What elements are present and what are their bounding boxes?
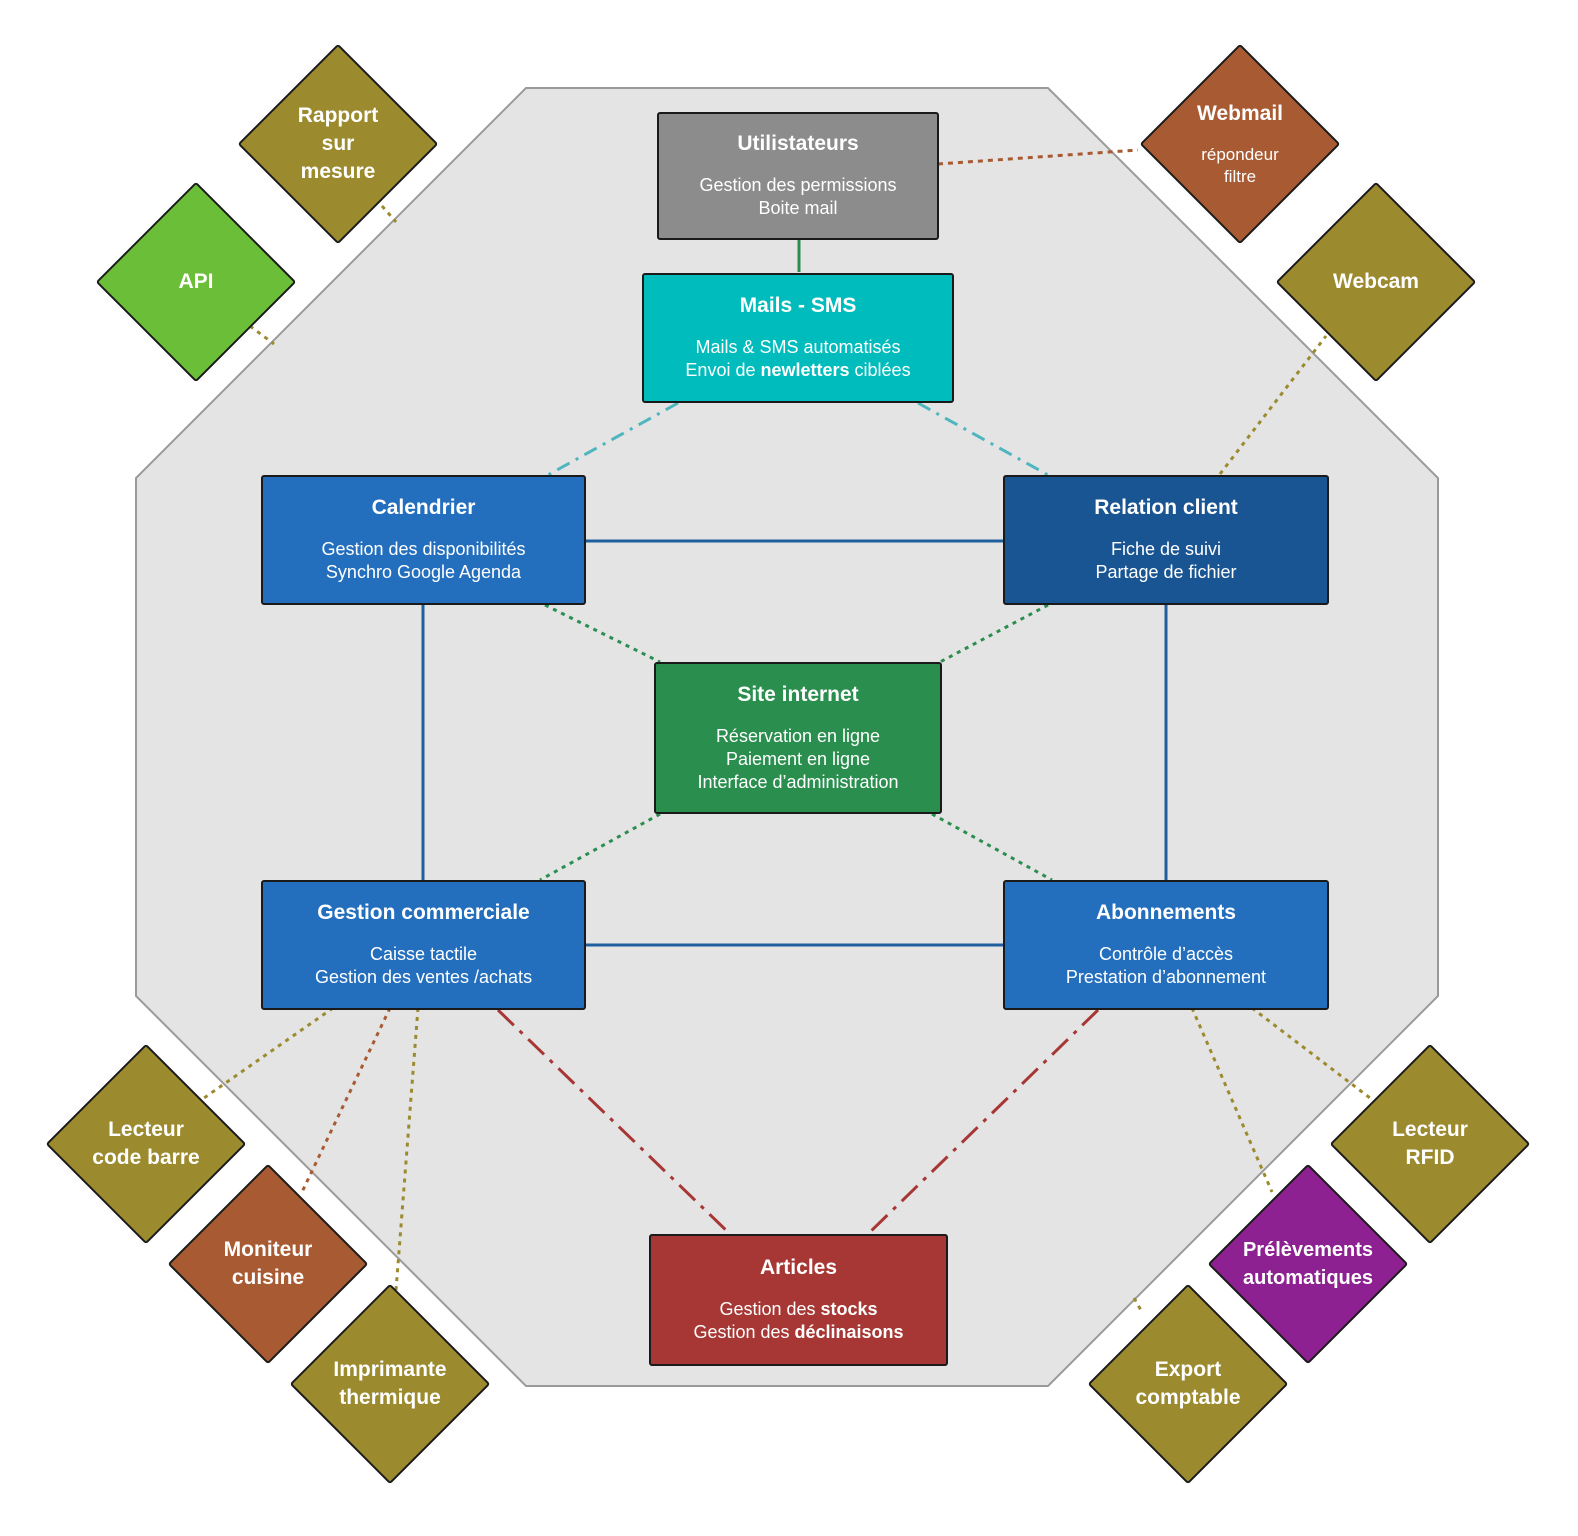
connector-abonnements-articles bbox=[866, 1008, 1100, 1236]
module-mails-sms-title: Mails - SMS bbox=[739, 294, 857, 317]
moniteur-cuisine-line1: Moniteur bbox=[223, 1238, 313, 1261]
module-articles: Articles Gestion des stocks Gestion des … bbox=[649, 1234, 948, 1366]
label-api: API bbox=[126, 262, 266, 302]
moniteur-cuisine-line2: cuisine bbox=[231, 1266, 305, 1289]
rapport-line3: mesure bbox=[300, 160, 376, 183]
connector-api-octagon bbox=[249, 324, 275, 346]
connector-gestion-imprimante bbox=[394, 1007, 420, 1291]
connector-calendrier-site bbox=[544, 603, 661, 664]
prelevements-line1: Prélèvements bbox=[1242, 1239, 1374, 1261]
module-mails-sms-line2-suffix: ciblées bbox=[849, 360, 911, 380]
lecteur-rfid-line1: Lecteur bbox=[1392, 1118, 1468, 1141]
module-relation-client-title: Relation client bbox=[1094, 496, 1238, 519]
module-site-internet-line2: Paiement en ligne bbox=[725, 748, 871, 769]
imprimante-line2: thermique bbox=[339, 1386, 441, 1409]
module-calendrier-line2: Synchro Google Agenda bbox=[325, 562, 522, 582]
connector-gestion-moniteur bbox=[300, 1007, 392, 1193]
module-abonnements-title: Abonnements bbox=[1095, 901, 1236, 924]
module-mails-sms-line2-bold: newletters bbox=[760, 360, 850, 380]
webmail-sub2: filtre bbox=[1223, 167, 1257, 186]
module-calendrier: Calendrier Gestion des disponibilités Sy… bbox=[261, 475, 586, 605]
export-line2: comptable bbox=[1135, 1386, 1241, 1409]
rapport-line2: sur bbox=[321, 132, 355, 155]
connector-rapport-octagon bbox=[380, 205, 398, 223]
module-utilisateurs-title: Utilistateurs bbox=[737, 132, 859, 155]
module-relation-client-line2: Partage de fichier bbox=[1095, 562, 1237, 582]
module-relation-client: Relation client Fiche de suivi Partage d… bbox=[1003, 475, 1329, 605]
module-articles-line2-bold: déclinaisons bbox=[794, 1322, 904, 1342]
module-mails-sms: Mails - SMS Mails & SMS automatisés Envo… bbox=[642, 273, 954, 403]
webmail-title: Webmail bbox=[1197, 102, 1283, 125]
module-mails-sms-line2-prefix: Envoi de bbox=[685, 360, 761, 380]
module-utilisateurs-line1: Gestion des permissions bbox=[699, 175, 897, 195]
module-gestion-commerciale-line1: Caisse tactile bbox=[369, 944, 478, 964]
module-abonnements-line2: Prestation d’abonnement bbox=[1065, 967, 1267, 987]
module-articles-line1: Gestion des stocks bbox=[719, 1298, 877, 1321]
module-site-internet: Site internet Réservation en ligne Paiem… bbox=[654, 662, 942, 814]
connector-abonnements-prelevements bbox=[1190, 1007, 1274, 1193]
module-articles-line2-prefix: Gestion des bbox=[693, 1322, 795, 1342]
module-relation-client-line1: Fiche de suivi bbox=[1110, 539, 1222, 559]
module-abonnements: Abonnements Contrôle d’accès Prestation … bbox=[1003, 880, 1329, 1010]
label-rapport-sur-mesure: Rapport sur mesure bbox=[268, 94, 408, 194]
lecteur-code-barre-line2: code barre bbox=[92, 1146, 200, 1169]
label-webmail: Webmail répondeur filtre bbox=[1170, 94, 1310, 194]
prelevements-line2: automatiques bbox=[1242, 1267, 1374, 1289]
label-webcam: Webcam bbox=[1306, 262, 1446, 302]
module-utilisateurs: Utilistateurs Gestion des permissions Bo… bbox=[657, 112, 939, 240]
label-prelevements-automatiques: Prélèvements automatiques bbox=[1233, 1234, 1383, 1294]
label-lecteur-rfid: Lecteur RFID bbox=[1360, 1114, 1500, 1174]
connector-relation-site bbox=[939, 603, 1049, 664]
label-export-comptable: Export comptable bbox=[1118, 1354, 1258, 1414]
webcam-line1: Webcam bbox=[1333, 270, 1419, 293]
rapport-line1: Rapport bbox=[297, 104, 379, 127]
module-articles-line2: Gestion des déclinaisons bbox=[693, 1321, 903, 1344]
module-mails-sms-line2: Envoi de newletters ciblées bbox=[685, 359, 910, 382]
module-articles-title: Articles bbox=[759, 1256, 838, 1279]
export-line1: Export bbox=[1154, 1358, 1222, 1381]
module-abonnements-line1: Contrôle d’accès bbox=[1098, 944, 1234, 964]
module-site-internet-line1: Réservation en ligne bbox=[715, 725, 881, 746]
module-gestion-commerciale-title: Gestion commerciale bbox=[317, 901, 530, 924]
label-moniteur-cuisine: Moniteur cuisine bbox=[198, 1234, 338, 1294]
module-gestion-commerciale: Gestion commerciale Caisse tactile Gesti… bbox=[261, 880, 586, 1010]
connector-abonnements-rfid bbox=[1251, 1006, 1371, 1100]
api-line1: API bbox=[178, 270, 214, 293]
module-site-internet-title: Site internet bbox=[737, 682, 859, 706]
module-mails-sms-line1: Mails & SMS automatisés bbox=[695, 337, 901, 357]
webmail-sub1: répondeur bbox=[1201, 145, 1279, 164]
connector-mails-relation bbox=[917, 401, 1049, 477]
lecteur-code-barre-line1: Lecteur bbox=[108, 1118, 184, 1141]
connector-gestion-articles bbox=[496, 1008, 732, 1236]
module-calendrier-title: Calendrier bbox=[371, 496, 476, 519]
lecteur-rfid-line2: RFID bbox=[1405, 1146, 1455, 1169]
module-utilisateurs-line2: Boite mail bbox=[758, 198, 838, 218]
module-calendrier-line1: Gestion des disponibilités bbox=[321, 539, 526, 559]
connector-utilisateurs-webmail bbox=[937, 148, 1139, 166]
connector-relation-webcam bbox=[1218, 335, 1328, 475]
label-lecteur-code-barre: Lecteur code barre bbox=[76, 1114, 216, 1174]
connector-export-octagon bbox=[1132, 1297, 1144, 1313]
imprimante-line1: Imprimante bbox=[333, 1358, 447, 1381]
module-articles-line1-bold: stocks bbox=[820, 1299, 878, 1319]
label-imprimante-thermique: Imprimante thermique bbox=[320, 1354, 460, 1414]
module-site-internet-line3: Interface d’administration bbox=[697, 771, 899, 792]
module-articles-line1-prefix: Gestion des bbox=[719, 1299, 821, 1319]
module-gestion-commerciale-line2: Gestion des ventes /achats bbox=[314, 967, 533, 987]
connector-mails-calendrier bbox=[547, 401, 679, 477]
